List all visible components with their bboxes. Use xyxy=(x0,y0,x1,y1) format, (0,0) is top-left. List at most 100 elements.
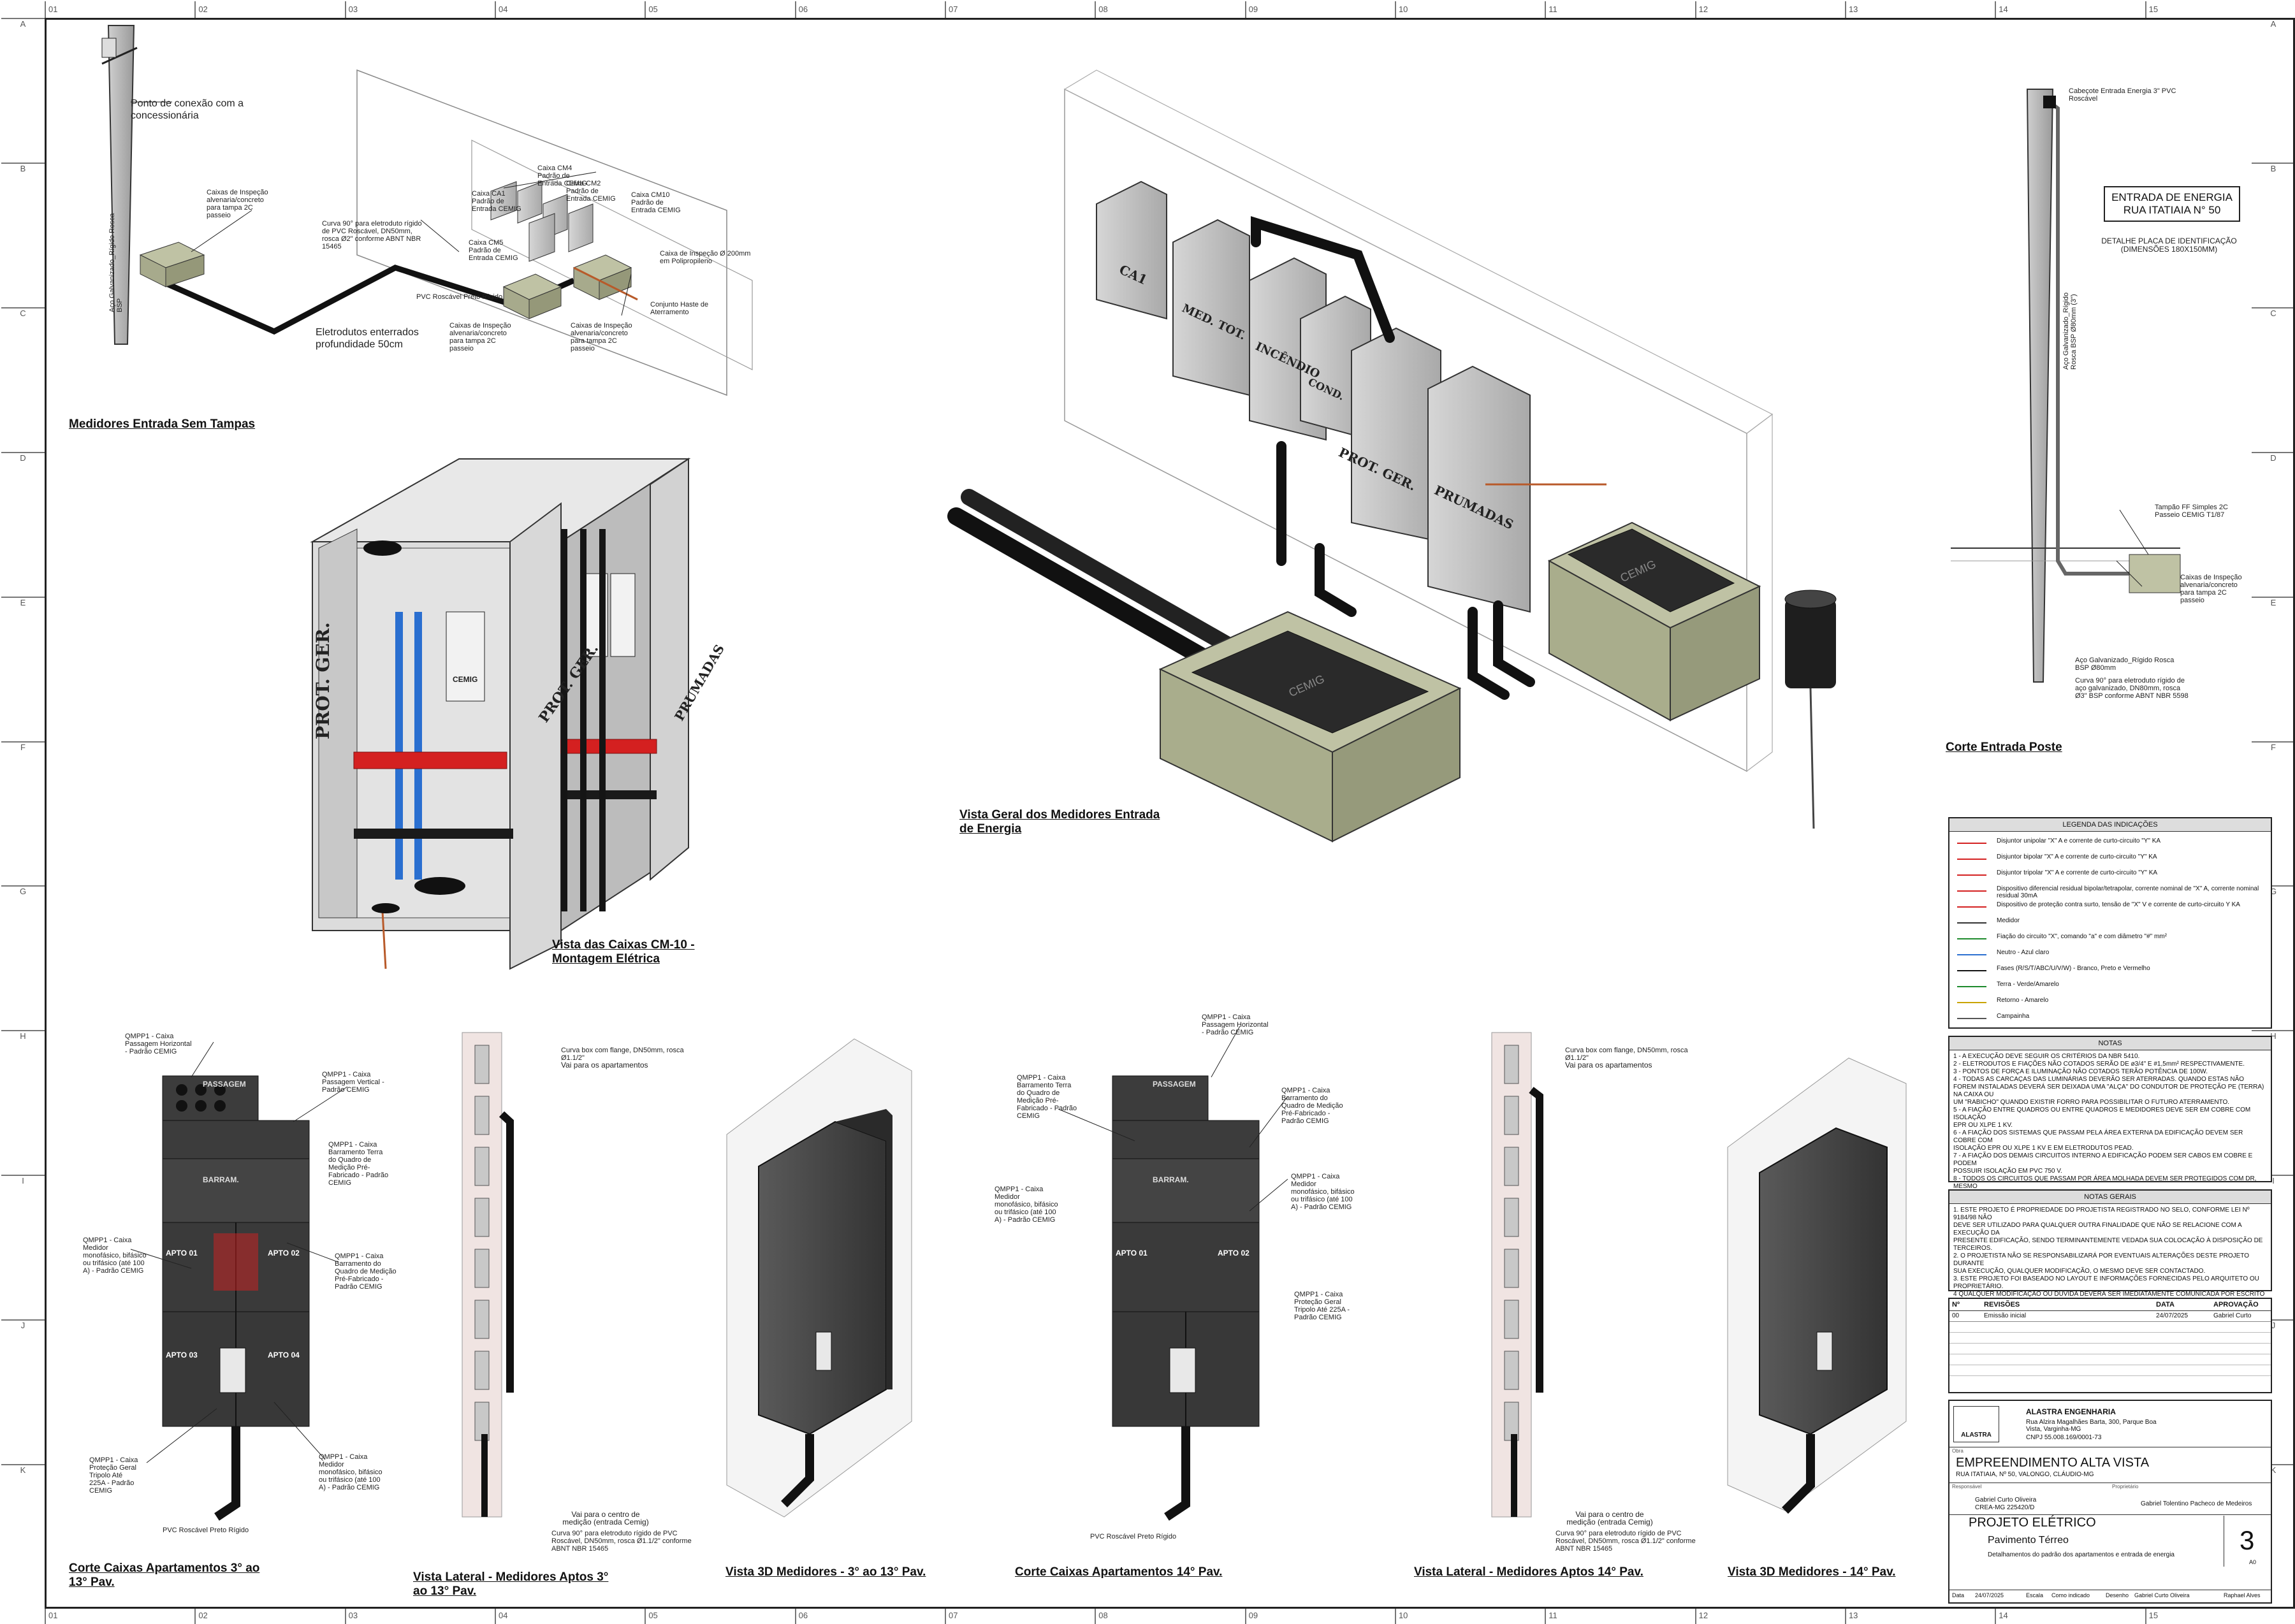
ruler-cell: 13 xyxy=(1844,1,1995,18)
rev-h-date: DATA xyxy=(2156,1301,2175,1309)
ruler-cell: J xyxy=(1,1319,45,1464)
note-line: 8 - TODOS OS CIRCUITOS QUE PASSAM POR ÁR… xyxy=(1953,1175,2257,1190)
scale-label: Escala xyxy=(2026,1592,2044,1599)
title-block: ALASTRA ALASTRA ENGENHARIA Rua Alzira Ma… xyxy=(1948,1400,2272,1604)
ruler-cell: 12 xyxy=(1694,1607,1845,1624)
company-address: Rua Alzira Magalhães Barta, 300, Parque … xyxy=(2026,1419,2157,1433)
ruler-cell: 11 xyxy=(1545,1607,1694,1624)
corte313-l4: QMPP1 - Caixa Medidor monofásico, bifási… xyxy=(83,1236,147,1275)
ruler-cell: E xyxy=(1,596,45,741)
view-corte-3-13 xyxy=(162,1075,310,1521)
legend-symbol-icon xyxy=(1957,837,1986,844)
label-caixa-200: Caixa de Inspeção Ø 200mm em Polipropile… xyxy=(660,250,751,265)
ruler-cell: 10 xyxy=(1394,1,1545,18)
legend-symbol-icon xyxy=(1957,1013,1986,1019)
sheet-format: A0 xyxy=(2249,1559,2257,1565)
note-line: 6 - A FIAÇÃO DOS SISTEMAS QUE PASSAM PEL… xyxy=(1953,1129,2243,1144)
ruler-cell: 15 xyxy=(2145,1607,2295,1624)
general-notes-panel: NOTAS GERAIS 1. ESTE PROJETO É PROPRIEDA… xyxy=(1948,1189,2272,1305)
leader-lines xyxy=(130,101,2149,1463)
corte14-l4: QMPP1 - Caixa Medidor monofásico, bifási… xyxy=(994,1185,1058,1224)
general-note-line: SUA EXECUÇÃO, QUALQUER MODIFICAÇÃO, O ME… xyxy=(1953,1268,2206,1275)
corte14-apto2: APTO 02 xyxy=(1218,1249,1250,1258)
poste-label-cabecote: Cabeçote Entrada Energia 3" PVC Roscável xyxy=(2069,87,2176,103)
ruler-cell: F xyxy=(1,741,45,886)
obra-label: Obra xyxy=(1952,1448,1963,1454)
ruler-cell: 05 xyxy=(645,1,794,18)
note-line: 2 - ELETRODUTOS E FIAÇÕES NÃO COTADOS SE… xyxy=(1953,1061,2245,1068)
note-line: ISOLAÇÃO EPR OU XLPE 1 KV E EM ELETRODUT… xyxy=(1953,1145,2134,1152)
resp-crea: CREA-MG 225420/D xyxy=(1975,1504,2035,1511)
poste-label-tampao: Tampão FF Simples 2C Passeio CEMIG T1/87 xyxy=(2155,504,2228,519)
scale-value: Como indicado xyxy=(2051,1592,2090,1599)
ruler-cell: 02 xyxy=(194,1,344,18)
ruler-cell: 15 xyxy=(2145,1,2295,18)
ruler-cell: B xyxy=(1,162,45,307)
legend-text: Terra - Verde/Amarelo xyxy=(1997,981,2059,988)
corte14-l1: QMPP1 - Caixa Passagem Horizontal - Padr… xyxy=(1202,1013,1269,1036)
general-note-line: 1. ESTE PROJETO É PROPRIEDADE DO PROJETI… xyxy=(1953,1207,2250,1221)
label-ponto-conexao: Ponto de conexão com a concessionária xyxy=(131,98,244,121)
label-caixa-cm10: Caixa CM10 Padrão de Entrada CEMIG xyxy=(631,191,681,214)
ruler-cell: 03 xyxy=(344,1,495,18)
general-note-line: PRESENTE EDIFICAÇÃO, SENDO TERMINANTEMEN… xyxy=(1953,1237,2263,1252)
ruler-cell: 07 xyxy=(944,1,1095,18)
corte313-l6: QMPP1 - Caixa Proteção Geral Tripolo Até… xyxy=(89,1456,138,1495)
ruler-cell: 09 xyxy=(1244,1607,1395,1624)
ruler-cell: 03 xyxy=(344,1607,495,1624)
legend-text: Campainha xyxy=(1997,1013,2030,1020)
view-poste xyxy=(1951,89,2181,683)
ruler-cell: G xyxy=(2252,885,2295,1030)
corte14-pvc: PVC Roscável Preto Rígido xyxy=(1090,1533,1177,1541)
ruler-cell: 06 xyxy=(794,1607,945,1624)
view-geral xyxy=(947,69,1837,843)
resp-name: Gabriel Curto Oliveira xyxy=(1975,1497,2037,1504)
legend-text: Neutro - Azul claro xyxy=(1997,949,2050,956)
ruler-cell: 14 xyxy=(1995,1,2145,18)
lat14-top2: Vai para os apartamentos xyxy=(1565,1061,1652,1069)
note-line: POSSUIR ISOLAÇÃO EM PVC 750 V. xyxy=(1953,1168,2062,1175)
company-cnpj: CNPJ 55.008.169/0001-73 xyxy=(2026,1434,2102,1441)
legend-title: LEGENDA DAS INDICAÇÕES xyxy=(1949,818,2271,832)
ruler-cell: 01 xyxy=(45,1,194,18)
general-note-line: 2. O PROJETISTA NÃO SE RESPONSABILIZARÁ … xyxy=(1953,1252,2250,1267)
general-note-line: 3. ESTE PROJETO FOI BASEADO NO LAYOUT E … xyxy=(1953,1275,2259,1290)
corte313-apto2: APTO 02 xyxy=(268,1249,300,1258)
ruler-cell: H xyxy=(2252,1030,2295,1175)
ruler-cell: I xyxy=(1,1175,45,1319)
ruler-cell: C xyxy=(1,307,45,452)
project-type: PROJETO ELÉTRICO xyxy=(1969,1516,2096,1530)
corte14-l5: QMPP1 - Caixa Medidor monofásico, bifási… xyxy=(1291,1173,1355,1211)
rev-h-desc: REVISÕES xyxy=(1984,1301,2020,1309)
legend-symbol-icon xyxy=(1957,949,1986,955)
corte14-l6: QMPP1 - Caixa Proteção Geral Tripolo Até… xyxy=(1294,1291,1350,1321)
legend-symbol-icon xyxy=(1957,869,1986,876)
ruler-cell: 08 xyxy=(1095,1,1244,18)
rev-h-approval: APROVAÇÃO xyxy=(2213,1301,2259,1309)
note-line: UM "RABICHO" QUANDO EXISTIR FORRO PARA P… xyxy=(1953,1099,2230,1106)
poste-sign-dims: (DIMENSÕES 180X150MM) xyxy=(2120,245,2218,254)
company-logo: ALASTRA xyxy=(1953,1406,1999,1442)
note-line: 1 - A EXECUÇÃO DEVE SEGUIR OS CRITÉRIOS … xyxy=(1953,1053,2140,1060)
poste-sign: ENTRADA DE ENERGIA RUA ITATIAIA N° 50 xyxy=(2104,186,2240,222)
revisions-panel: Nº REVISÕES DATA APROVAÇÃO 00 Emissão in… xyxy=(1948,1298,2272,1393)
corte313-barram: BARRAM. xyxy=(203,1175,239,1184)
ruler-cell: 06 xyxy=(794,1,945,18)
poste-label-aco: Aço Galvanizado_Rígido Rosca BSP Ø80mm (… xyxy=(2062,292,2078,370)
note-line: 7 - A FIAÇÃO DOS DEMAIS CIRCUITOS INTERN… xyxy=(1953,1152,2253,1167)
poste-sign-title: ENTRADA DE ENERGIA xyxy=(2111,191,2233,203)
ruler-cell: 13 xyxy=(1844,1607,1995,1624)
ruler-cell: B xyxy=(2252,162,2295,307)
project-floor: Pavimento Térreo xyxy=(1988,1535,2069,1546)
sheet-number: 3 xyxy=(2240,1525,2255,1555)
label-pvc: PVC Roscável Preto Rígido xyxy=(416,293,503,301)
ruler-cell: D xyxy=(2252,451,2295,597)
legend-text: Retorno - Amarelo xyxy=(1997,997,2049,1004)
corte14-l2: QMPP1 - Caixa Barramento Terra do Quadro… xyxy=(1017,1074,1077,1120)
corte313-l1: QMPP1 - Caixa Passagem Horizontal - Padr… xyxy=(125,1033,192,1055)
ruler-cell: 09 xyxy=(1244,1,1395,18)
